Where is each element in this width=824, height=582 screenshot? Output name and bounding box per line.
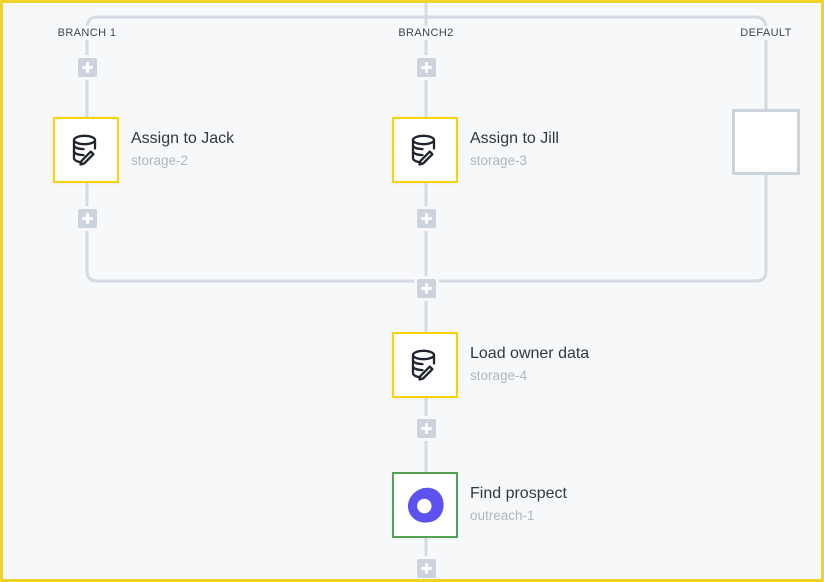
node-title: Find prospect <box>470 485 567 502</box>
node-load-owner-data[interactable] <box>392 332 458 398</box>
node-assign-to-jill[interactable] <box>392 117 458 183</box>
database-edit-icon <box>405 130 445 170</box>
node-default-placeholder[interactable] <box>732 109 800 175</box>
branch-label-1: BRANCH 1 <box>52 26 122 40</box>
node-subtitle: storage-3 <box>470 153 528 168</box>
database-edit-icon <box>405 345 445 385</box>
node-title: Load owner data <box>470 345 590 362</box>
node-find-prospect[interactable] <box>392 472 458 538</box>
add-step-button[interactable] <box>417 58 436 77</box>
node-label-group: Assign to Jack storage-2 <box>131 129 234 169</box>
add-step-button[interactable] <box>78 58 97 77</box>
branch-label-default: DEFAULT <box>735 26 797 40</box>
node-assign-to-jack[interactable] <box>53 117 119 183</box>
add-step-button[interactable] <box>78 209 97 228</box>
node-title: Assign to Jill <box>470 130 559 147</box>
add-step-button[interactable] <box>417 419 436 438</box>
node-label-group: Find prospect outreach-1 <box>470 484 567 524</box>
add-step-button[interactable] <box>417 279 436 298</box>
branch-label-2: BRANCH2 <box>393 26 459 40</box>
plus-icon <box>420 422 433 435</box>
plus-icon <box>420 562 433 575</box>
plus-icon <box>420 212 433 225</box>
node-subtitle: storage-2 <box>131 153 189 168</box>
database-edit-icon <box>66 130 106 170</box>
node-label-group: Assign to Jill storage-3 <box>470 129 559 169</box>
add-step-button[interactable] <box>417 209 436 228</box>
outreach-icon <box>404 484 446 526</box>
plus-icon <box>81 212 94 225</box>
plus-icon <box>81 61 94 74</box>
node-subtitle: outreach-1 <box>470 508 535 523</box>
node-label-group: Load owner data storage-4 <box>470 344 589 384</box>
node-subtitle: storage-4 <box>470 368 528 383</box>
node-title: Assign to Jack <box>131 130 235 147</box>
add-step-button[interactable] <box>417 559 436 578</box>
plus-icon <box>420 61 433 74</box>
plus-icon <box>420 282 433 295</box>
